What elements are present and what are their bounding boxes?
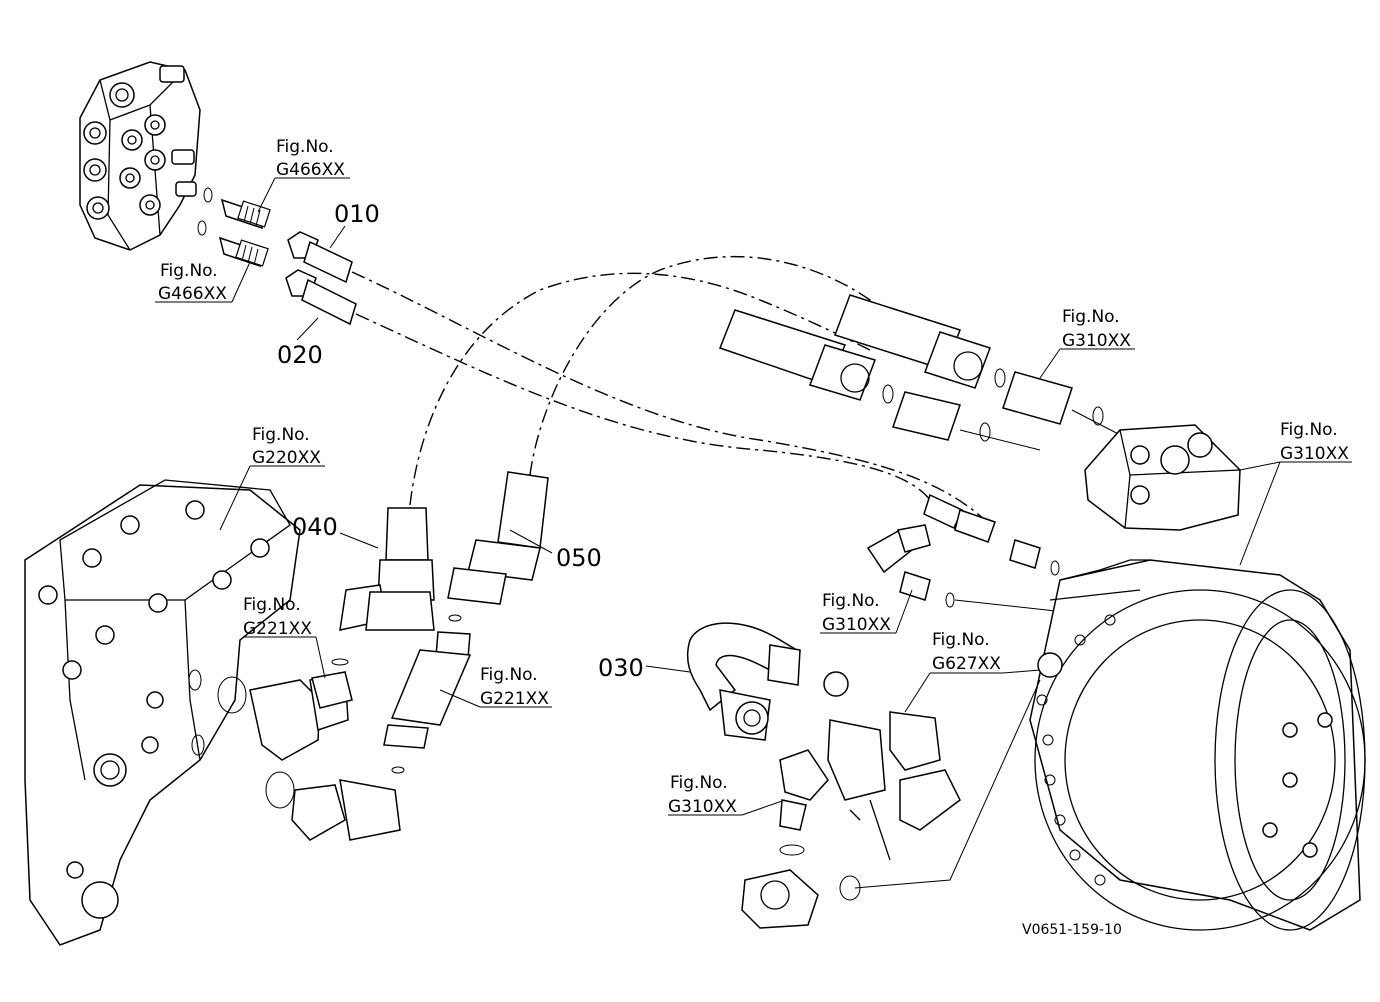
callout-g310-right: Fig.No. G310XX [1280,420,1349,464]
part-number-050: 050 [556,544,602,572]
fig-code-label: G221XX [243,619,312,639]
leader-lines [155,177,1352,889]
part-number-010: 010 [334,200,380,228]
adapter-lower [218,236,269,268]
callout-g221-center: Fig.No. G221XX [480,665,549,709]
pump-housing [24,479,301,946]
fig-code-label: G220XX [252,448,321,468]
left-adapter [311,658,353,709]
center-small-hose [866,493,1066,613]
fig-no-label: Fig.No. [822,591,880,611]
part-number-040: 040 [292,513,338,541]
callout-g220: Fig.No. G220XX [252,425,321,468]
fig-no-label: Fig.No. [1280,420,1338,440]
elbow-fitting [741,749,861,929]
fig-code-label: G310XX [1062,331,1131,351]
fig-code-label: G466XX [276,160,345,180]
fig-no-label: Fig.No. [252,425,310,445]
callout-g310-bottom: Fig.No. G310XX [668,773,737,817]
center-adapter [383,614,472,774]
o-rings-valve [197,187,213,236]
fig-code-label: G310XX [668,797,737,817]
hose-020 [285,269,941,521]
hose-030 [686,622,849,741]
fig-no-label: Fig.No. [932,630,990,650]
control-valve-block [79,61,201,251]
fig-no-label: Fig.No. [243,595,301,615]
part-number-020: 020 [277,341,323,369]
fig-code-label: G310XX [1280,444,1349,464]
callout-g627: Fig.No. G627XX [932,630,1001,674]
motor-manifold [1084,424,1241,531]
hose-040 [339,272,871,631]
fig-no-label: Fig.No. [160,261,218,281]
fig-code-label: G310XX [822,615,891,635]
fig-no-label: Fig.No. [670,773,728,793]
drawing-id: V0651-159-10 [1022,922,1122,938]
callout-g310-top: Fig.No. G310XX [1062,307,1131,351]
callout-g466-upper: Fig.No. G466XX [276,137,345,180]
callout-g221-left: Fig.No. G221XX [243,595,312,639]
fig-no-label: Fig.No. [1062,307,1120,327]
fig-no-label: Fig.No. [480,665,538,685]
adapter-upper [220,198,271,230]
bracket-clamp [827,711,961,861]
travel-motor [1029,559,1366,931]
hose-010 [287,231,986,521]
callout-g310-mid: Fig.No. G310XX [822,591,891,635]
fig-code-label: G221XX [480,689,549,709]
part-number-030: 030 [598,654,644,682]
callout-g466-lower: Fig.No. G466XX [158,261,227,304]
left-flange [188,669,401,841]
fig-code-label: G627XX [932,654,1001,674]
fig-code-label: G466XX [158,284,227,304]
upper-right-hose-ends [719,294,1131,451]
fig-no-label: Fig.No. [276,137,334,157]
